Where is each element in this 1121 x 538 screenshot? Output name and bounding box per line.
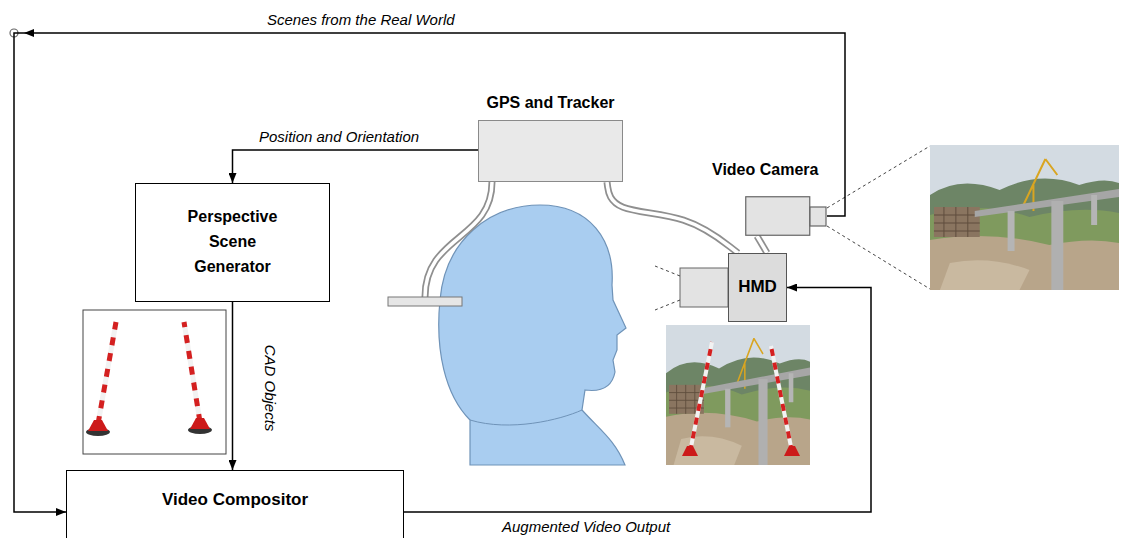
node-text: HMD <box>738 277 777 297</box>
process-box: Perspective Scene Generator <box>135 183 330 302</box>
cable-outer <box>757 236 767 253</box>
node-text: Perspective Scene Generator <box>177 205 289 279</box>
video-camera: Video Camera <box>712 160 842 236</box>
camera-symbol <box>745 196 827 236</box>
augmented-photo <box>666 325 810 465</box>
neck-line <box>470 410 582 425</box>
cad-poles <box>86 322 212 436</box>
edge-label: Scenes from the Real World <box>265 11 457 28</box>
view-lines <box>655 266 680 310</box>
connector-line <box>232 302 234 470</box>
cad-objects-frame <box>83 310 226 454</box>
cable <box>757 236 767 253</box>
cable-inner <box>757 236 767 253</box>
headband-sensor <box>388 297 462 306</box>
node-label: GPS and Tracker <box>478 93 623 113</box>
connector-line <box>233 150 479 183</box>
flow-arrow <box>404 288 871 513</box>
cable-inner <box>607 182 738 253</box>
flow-arrow <box>232 302 233 470</box>
hmd-box: HMD <box>728 253 787 322</box>
flow-arrow <box>233 150 479 183</box>
node-text: Video Compositor <box>162 490 308 510</box>
cable <box>607 182 738 253</box>
edge-label: CAD Objects <box>261 343 278 434</box>
process-box: Video Compositor <box>66 470 404 538</box>
real-world-photo <box>930 145 1119 290</box>
connector-line <box>14 33 845 512</box>
cable-outer <box>607 182 738 253</box>
edge-label: Augmented Video Output <box>500 518 672 535</box>
augmented-poles <box>682 342 800 456</box>
camera-view-lines <box>827 146 930 289</box>
tracker-box: GPS and Tracker <box>478 93 623 182</box>
edge-label: Position and Orientation <box>257 128 421 145</box>
hmd-eyepiece <box>680 268 728 307</box>
connector-line <box>404 288 871 513</box>
flow-arrow <box>14 33 845 512</box>
head-silhouette <box>439 205 626 465</box>
tracker-cable <box>425 182 492 297</box>
tracker-housing <box>478 120 623 182</box>
node-label: Video Camera <box>712 160 842 180</box>
